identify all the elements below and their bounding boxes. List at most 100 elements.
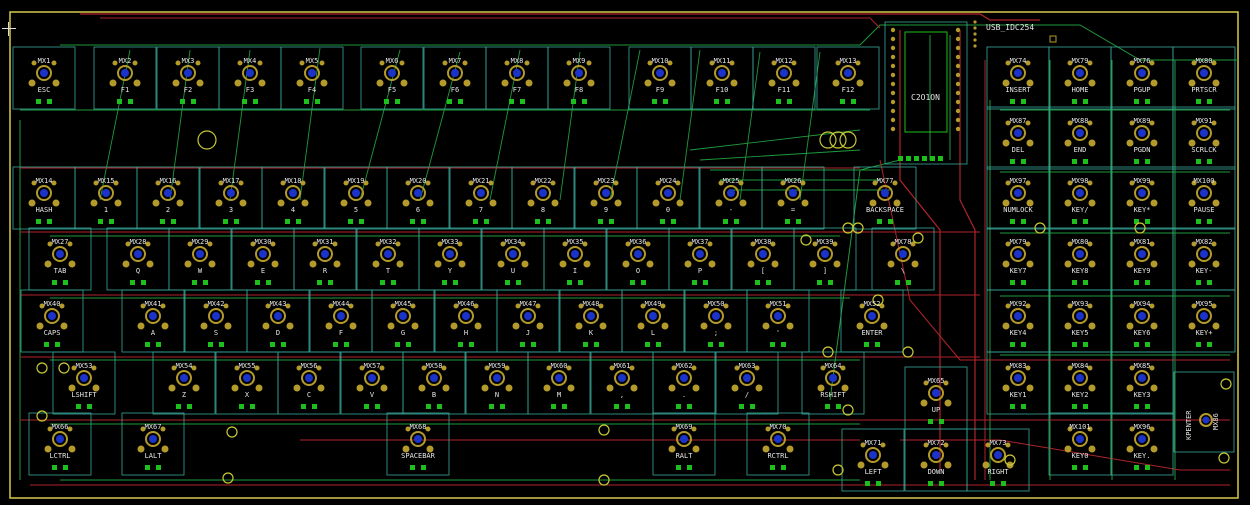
key-footprint[interactable] [293, 227, 357, 291]
key-footprint[interactable] [1048, 351, 1112, 415]
key-footprint[interactable] [1048, 289, 1112, 353]
key-footprint[interactable] [20, 289, 84, 353]
key-footprint[interactable] [621, 289, 685, 353]
key-footprint[interactable] [418, 227, 482, 291]
key-footprint[interactable] [527, 351, 591, 415]
key-footprint[interactable] [574, 166, 638, 230]
key-footprint[interactable] [1110, 106, 1174, 170]
key-footprint[interactable] [199, 166, 263, 230]
key-footprint[interactable] [481, 227, 545, 291]
key-footprint[interactable] [1172, 227, 1236, 291]
key-footprint[interactable] [761, 166, 825, 230]
key-footprint[interactable] [168, 227, 232, 291]
key-footprint[interactable] [277, 351, 341, 415]
key-footprint[interactable] [1110, 46, 1174, 110]
key-footprint[interactable] [371, 289, 435, 353]
rotary-encoder-footprint[interactable] [1173, 371, 1235, 453]
key-footprint[interactable] [52, 351, 116, 415]
key-footprint[interactable] [184, 289, 248, 353]
key-footprint[interactable] [986, 46, 1050, 110]
key-footprint[interactable] [731, 227, 795, 291]
usb-connector[interactable] [1049, 35, 1057, 43]
key-footprint[interactable] [340, 351, 404, 415]
key-footprint[interactable] [324, 166, 388, 230]
key-footprint[interactable] [559, 289, 623, 353]
key-footprint[interactable] [986, 106, 1050, 170]
key-footprint[interactable] [93, 46, 157, 110]
key-footprint[interactable] [715, 351, 779, 415]
key-footprint[interactable] [356, 227, 420, 291]
key-footprint[interactable] [1110, 227, 1174, 291]
key-footprint[interactable] [904, 428, 968, 492]
key-footprint[interactable] [699, 166, 763, 230]
key-footprint[interactable] [841, 428, 905, 492]
key-footprint[interactable] [496, 289, 560, 353]
key-footprint[interactable] [386, 412, 450, 476]
key-footprint[interactable] [752, 46, 816, 110]
key-footprint[interactable] [1110, 166, 1174, 230]
mcu-footprint[interactable] [884, 21, 968, 165]
key-footprint[interactable] [280, 46, 344, 110]
key-footprint[interactable] [386, 166, 450, 230]
key-footprint[interactable] [1110, 289, 1174, 353]
key-footprint[interactable] [360, 46, 424, 110]
key-footprint[interactable] [423, 46, 487, 110]
key-footprint[interactable] [218, 46, 282, 110]
key-footprint[interactable] [1172, 106, 1236, 170]
key-footprint[interactable] [402, 351, 466, 415]
key-footprint[interactable] [684, 289, 748, 353]
key-footprint[interactable] [74, 166, 138, 230]
key-footprint[interactable] [1048, 412, 1112, 476]
key-footprint[interactable] [840, 289, 904, 353]
key-footprint[interactable] [904, 366, 968, 430]
key-footprint[interactable] [853, 166, 917, 230]
key-footprint[interactable] [1048, 227, 1112, 291]
key-footprint[interactable] [543, 227, 607, 291]
key-footprint[interactable] [746, 412, 810, 476]
key-footprint[interactable] [1048, 166, 1112, 230]
key-footprint[interactable] [986, 166, 1050, 230]
key-footprint[interactable] [434, 289, 498, 353]
key-footprint[interactable] [156, 46, 220, 110]
key-footprint[interactable] [816, 46, 880, 110]
key-footprint[interactable] [136, 166, 200, 230]
key-footprint[interactable] [215, 351, 279, 415]
key-footprint[interactable] [309, 289, 373, 353]
key-footprint[interactable] [465, 351, 529, 415]
key-footprint[interactable] [485, 46, 549, 110]
key-footprint[interactable] [152, 351, 216, 415]
key-footprint[interactable] [121, 289, 185, 353]
key-footprint[interactable] [590, 351, 654, 415]
key-footprint[interactable] [636, 166, 700, 230]
key-footprint[interactable] [690, 46, 754, 110]
key-footprint[interactable] [801, 351, 865, 415]
key-footprint[interactable] [606, 227, 670, 291]
key-footprint[interactable] [1172, 289, 1236, 353]
key-footprint[interactable] [1172, 166, 1236, 230]
key-footprint[interactable] [668, 227, 732, 291]
key-footprint[interactable] [511, 166, 575, 230]
key-footprint[interactable] [986, 289, 1050, 353]
key-footprint[interactable] [746, 289, 810, 353]
key-footprint[interactable] [1110, 412, 1174, 476]
key-footprint[interactable] [986, 351, 1050, 415]
key-footprint[interactable] [871, 227, 935, 291]
key-footprint[interactable] [449, 166, 513, 230]
key-footprint[interactable] [231, 227, 295, 291]
key-footprint[interactable] [12, 166, 76, 230]
key-footprint[interactable] [547, 46, 611, 110]
key-footprint[interactable] [966, 428, 1030, 492]
key-footprint[interactable] [261, 166, 325, 230]
key-footprint[interactable] [1048, 46, 1112, 110]
key-footprint[interactable] [28, 227, 92, 291]
key-footprint[interactable] [793, 227, 857, 291]
key-footprint[interactable] [121, 412, 185, 476]
key-footprint[interactable] [1048, 106, 1112, 170]
key-footprint[interactable] [652, 412, 716, 476]
key-footprint[interactable] [12, 46, 76, 110]
key-footprint[interactable] [28, 412, 92, 476]
key-footprint[interactable] [246, 289, 310, 353]
key-footprint[interactable] [1110, 351, 1174, 415]
